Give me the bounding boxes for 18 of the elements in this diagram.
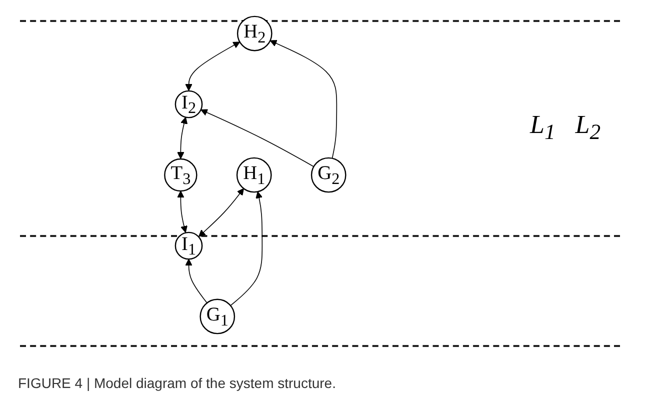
arrow	[185, 42, 240, 91]
node-circle: I$_{1}$	[174, 232, 202, 260]
arrow	[200, 109, 314, 167]
node-circle: H$_{2}$	[236, 16, 272, 52]
arrow	[198, 188, 244, 237]
node-circle: G$_{1}$	[200, 298, 235, 334]
node-circle: I$_{2}$	[174, 90, 202, 118]
node-circle: T$_{3}$	[164, 158, 198, 192]
arrow	[176, 116, 188, 159]
layer-label: L$_{1}$	[530, 110, 556, 146]
node-circle: H$_{1}$	[236, 157, 272, 193]
arrow	[185, 258, 208, 304]
arrow	[270, 40, 337, 159]
figure-caption: FIGURE 4 | Model diagram of the system structure.	[18, 375, 336, 391]
arrow	[230, 191, 262, 306]
layer-label: L$_{2}$	[575, 110, 601, 146]
node-circle: G$_{2}$	[310, 157, 346, 193]
arrow	[176, 190, 188, 233]
